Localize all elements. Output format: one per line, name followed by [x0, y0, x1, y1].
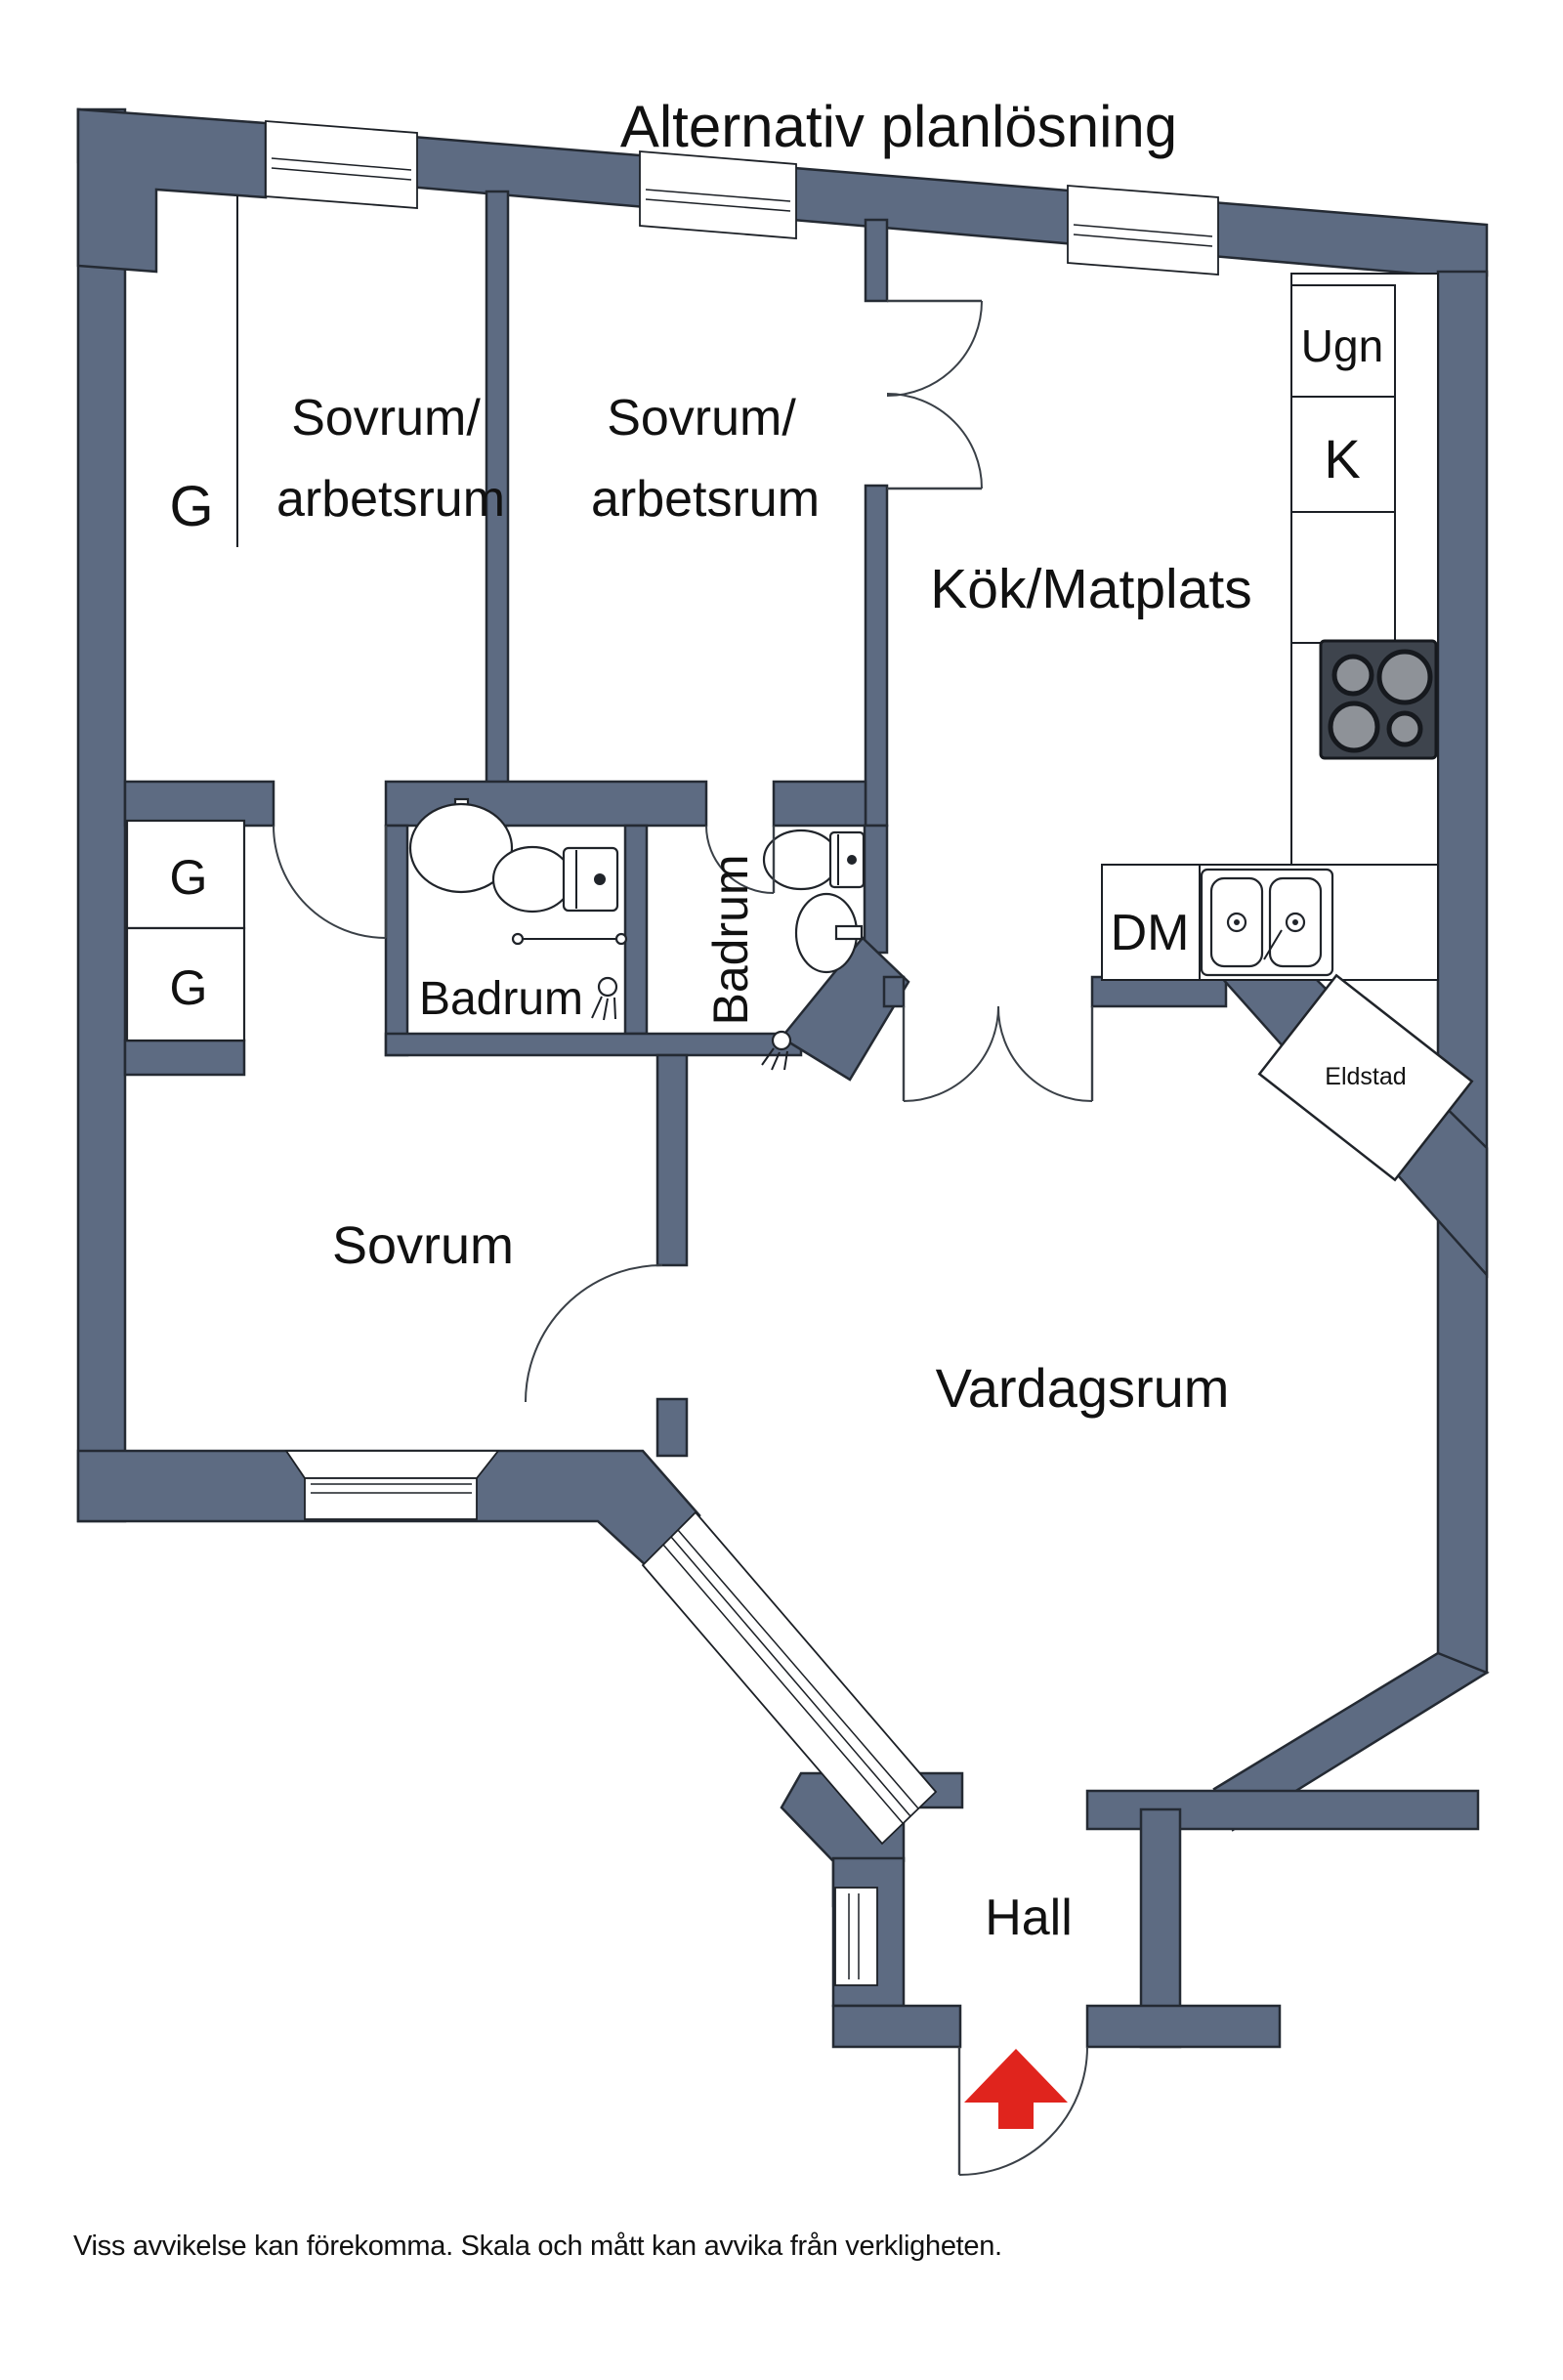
window-top-3: [1067, 185, 1219, 276]
label-bedroom-office-1-line1: Sovrum/: [291, 390, 481, 446]
label-oven: Ugn: [1301, 320, 1383, 371]
wall-bathroom2-diagonal: [780, 936, 910, 1082]
page-title: Alternativ planlösning: [620, 94, 1177, 159]
wall-bathroom1-bathroom2: [623, 824, 649, 1036]
entry-arrow-icon: [964, 2049, 1068, 2129]
window-bedroom-bottom: [284, 1450, 500, 1520]
wall-bedroom-right-lower: [655, 1397, 689, 1458]
shower-head-icon: [761, 1030, 792, 1071]
toilet-icon: [491, 845, 619, 914]
fridge-box: [1290, 396, 1396, 513]
wall-bedroom2-kitchen-lower: [864, 484, 889, 828]
wall-left: [76, 107, 127, 1523]
label-bedroom-office-2-line2: arbetsrum: [591, 471, 820, 528]
wall-kitchen-bottom-right: [1090, 975, 1228, 1008]
windows: [265, 120, 1219, 1986]
sink-basin-icon: [794, 892, 864, 974]
window-top-1: [265, 120, 418, 209]
label-dishwasher: DM: [1111, 905, 1190, 961]
wall-bedrooms-bottom-left: [123, 780, 275, 828]
label-bathroom-main: Badrum: [419, 973, 583, 1025]
doors: [273, 299, 1094, 2176]
wall-closets-bottom: [123, 1039, 246, 1077]
shower-head-icon: [591, 976, 618, 1021]
label-fridge: K: [1324, 428, 1360, 489]
bathroom1-fixtures: [408, 797, 628, 1021]
label-bedroom: Sovrum: [332, 1216, 514, 1275]
label-bathroom-small: Badrum: [703, 854, 758, 1025]
label-closet-top: G: [170, 850, 208, 905]
double-sink-icon: [1200, 868, 1334, 977]
window-top-2: [639, 150, 797, 239]
wall-bathrooms-bottom: [384, 1032, 803, 1057]
wall-hall-bottom-left: [831, 2004, 962, 2049]
door-entry: [957, 2046, 1088, 2176]
wall-kitchen-bottom-left-jamb: [882, 975, 906, 1008]
footer-disclaimer: Viss avvikelse kan förekomma. Skala och …: [73, 2231, 1002, 2262]
wall-right: [1436, 270, 1489, 1675]
wall-hallway-bathroom1: [384, 824, 409, 1057]
label-closet-bottom: G: [170, 960, 208, 1015]
door-bathroom-small: [705, 825, 776, 894]
room-labels: G Sovrum/ arbetsrum Sovrum/ arbetsrum Kö…: [169, 320, 1406, 1946]
counter-box: [1290, 511, 1396, 644]
label-bedroom-office-2-line1: Sovrum/: [607, 390, 796, 446]
door-bedroom: [525, 1264, 663, 1403]
kitchen-fixtures: [1101, 273, 1439, 981]
closet-box-bottom: [125, 926, 246, 1042]
wall-bedrooms-bottom-right: [772, 780, 867, 828]
stove-burners-icon: [1319, 639, 1438, 760]
wall-bedroom-right-upper: [655, 1053, 689, 1267]
dishwasher-box: [1101, 864, 1201, 981]
door-living-french: [902, 1005, 1094, 1102]
wall-hall-bottom-right: [1085, 2004, 1282, 2049]
wall-bathroom2-kitchen: [863, 824, 889, 955]
label-closet-bedroom1: G: [169, 475, 213, 538]
label-kitchen: Kök/Matplats: [930, 558, 1251, 620]
fireplace-icon: [1257, 973, 1474, 1182]
door-kitchen-double: [886, 299, 983, 490]
label-fireplace: Eldstad: [1325, 1063, 1406, 1090]
label-living-room: Vardagsrum: [936, 1357, 1230, 1419]
window-corridor: [641, 1510, 938, 1846]
bathroom2-fixtures: [761, 829, 866, 1071]
sink-basin-icon: [408, 797, 514, 894]
closet-box-top: [125, 819, 246, 930]
toilet-icon: [762, 829, 866, 891]
towel-rail-icon: [511, 932, 628, 946]
window-hall-left: [834, 1887, 878, 1986]
wall-bedroom2-kitchen-upper: [864, 218, 889, 303]
label-hall: Hall: [985, 1890, 1073, 1946]
closets: [125, 195, 246, 1042]
door-hallway: [273, 825, 388, 939]
label-bedroom-office-1-line2: arbetsrum: [276, 471, 505, 528]
